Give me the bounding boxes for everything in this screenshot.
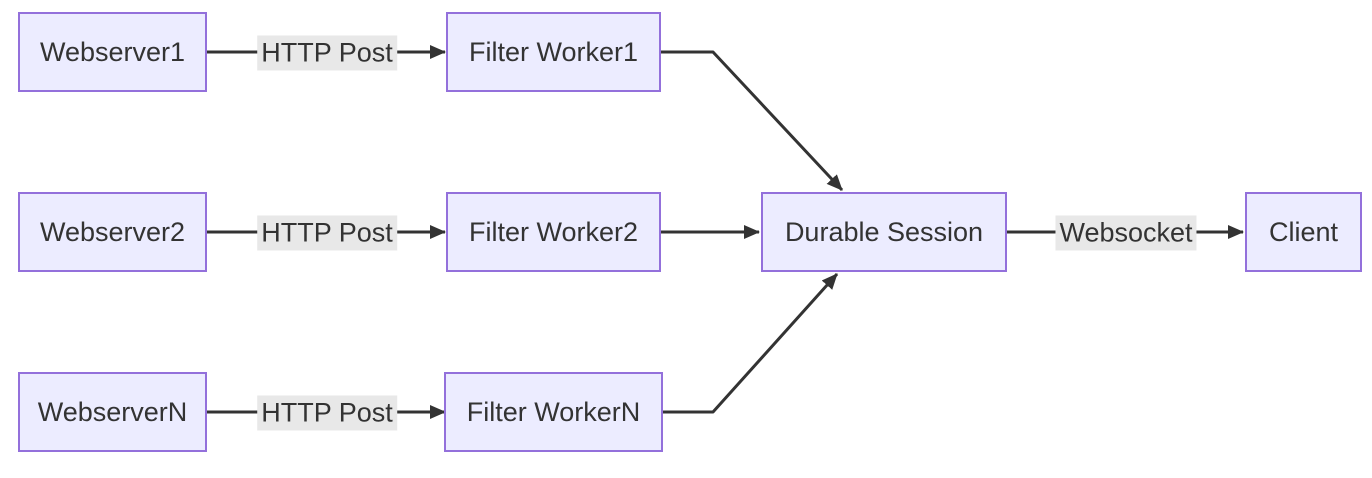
node-webserverN: WebserverN: [18, 372, 207, 452]
edge-label-http-post-2: HTTP Post: [257, 215, 397, 251]
node-filter-worker1-label: Filter Worker1: [468, 36, 639, 67]
node-webserverN-label: WebserverN: [37, 396, 188, 427]
node-webserver1-label: Webserver1: [39, 36, 186, 67]
edge-label-http-post-3: HTTP Post: [257, 395, 397, 431]
edge-label-text: Websocket: [1059, 217, 1193, 248]
node-webserver2: Webserver2: [18, 192, 207, 272]
node-filter-workerN: Filter WorkerN: [444, 372, 663, 452]
node-filter-worker2-label: Filter Worker2: [468, 216, 639, 247]
edge-label-text: HTTP Post: [261, 37, 393, 68]
edge-label-text: HTTP Post: [261, 397, 393, 428]
node-filter-worker1: Filter Worker1: [446, 12, 661, 92]
node-filter-worker2: Filter Worker2: [446, 192, 661, 272]
node-durable-session-label: Durable Session: [784, 216, 984, 247]
edge-label-websocket: Websocket: [1055, 215, 1197, 251]
node-client: Client: [1245, 192, 1362, 272]
node-client-label: Client: [1268, 216, 1339, 247]
edge-filterworker1-durablesession: [661, 50, 844, 192]
node-filter-workerN-label: Filter WorkerN: [466, 396, 641, 427]
edge-label-text: HTTP Post: [261, 217, 393, 248]
node-webserver1: Webserver1: [18, 12, 207, 92]
edge-label-http-post-1: HTTP Post: [257, 35, 397, 71]
node-durable-session: Durable Session: [761, 192, 1007, 272]
edge-filterworkerN-durablesession: [663, 272, 839, 414]
node-webserver2-label: Webserver2: [39, 216, 186, 247]
